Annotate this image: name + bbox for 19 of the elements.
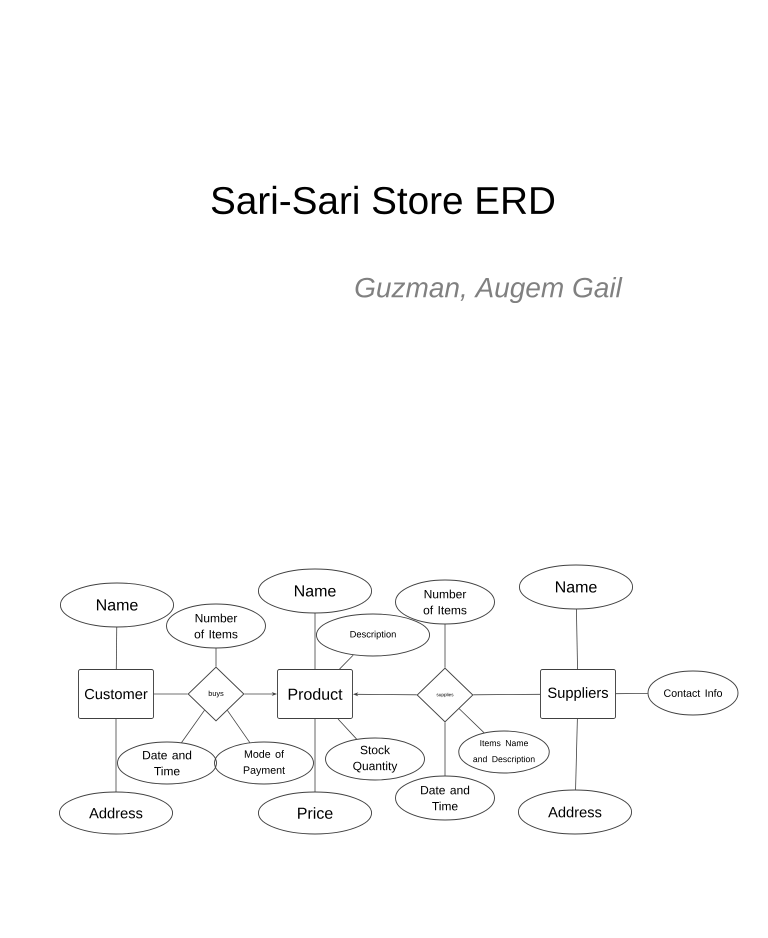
connector-line bbox=[181, 710, 205, 743]
entity-box: Product bbox=[277, 669, 353, 719]
author-name: Guzman, Augem Gail bbox=[356, 276, 622, 304]
connector-line bbox=[314, 718, 316, 792]
connector-line bbox=[116, 627, 118, 670]
connector-line bbox=[227, 710, 250, 743]
connector-line bbox=[472, 694, 540, 696]
connector-line bbox=[338, 718, 357, 740]
connector-line bbox=[616, 693, 648, 694]
connector-line bbox=[458, 708, 484, 734]
connector-line bbox=[444, 722, 446, 776]
title: Sari-Sari Store ERD bbox=[212, 186, 554, 214]
connector-line bbox=[314, 613, 316, 670]
entity-box: Customer bbox=[78, 669, 154, 719]
connector-line bbox=[444, 624, 446, 668]
connector-line bbox=[575, 718, 578, 790]
connector-line bbox=[576, 609, 578, 670]
entity-box: Suppliers bbox=[540, 669, 616, 719]
connector-line bbox=[339, 654, 354, 670]
